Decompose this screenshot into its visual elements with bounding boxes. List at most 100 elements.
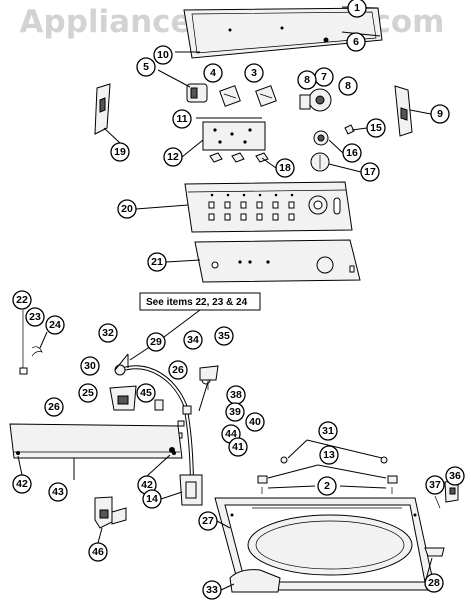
svg-text:22: 22 [16,294,28,306]
timer-7 [299,88,332,112]
end-cap-right [394,85,413,137]
callout-21: 21 [147,252,167,272]
svg-text:12: 12 [167,151,179,163]
callout-32: 32 [98,323,118,343]
svg-text:26: 26 [48,401,60,413]
callout-7: 7 [314,67,334,87]
svg-text:2: 2 [324,480,330,492]
svg-text:30: 30 [84,360,96,372]
switch-4 [219,85,241,107]
callouts: 1 6 10 5 4 3 7 8 8 9 11 12 15 16 17 18 1… [12,0,465,600]
note-box: See items 22, 23 & 24 [129,292,261,361]
callout-23: 23 [25,307,45,327]
callout-31: 31 [318,421,338,441]
screw-42-right [169,447,175,453]
hinges [257,439,398,494]
svg-text:29: 29 [150,336,162,348]
svg-text:16: 16 [346,147,358,159]
callout-20: 20 [117,199,137,219]
water-valve-5 [157,69,208,103]
svg-text:37: 37 [429,479,441,491]
svg-text:8: 8 [345,80,351,92]
callout-18: 18 [275,158,295,178]
note-text: See items 22, 23 & 24 [146,297,248,308]
callout-1: 1 [347,0,367,18]
callout-14: 14 [142,489,162,509]
svg-text:1: 1 [354,2,360,14]
callout-12: 12 [163,147,183,167]
svg-text:17: 17 [364,166,376,178]
svg-text:4: 4 [210,67,216,79]
callout-16: 16 [342,143,362,163]
callout-26b: 26 [44,397,64,417]
top-cabinet [214,497,436,591]
svg-text:9: 9 [437,108,443,120]
svg-text:26: 26 [172,364,184,376]
callout-4: 4 [203,63,223,83]
callout-9: 9 [430,104,450,124]
svg-text:23: 23 [29,311,41,323]
callout-39: 39 [225,402,245,422]
svg-text:31: 31 [322,425,334,437]
callout-43: 43 [48,482,68,502]
svg-text:36: 36 [449,470,461,482]
svg-text:46: 46 [92,546,104,558]
svg-text:40: 40 [249,416,261,428]
callout-19: 19 [110,142,130,162]
callout-46: 46 [88,542,108,562]
console-lower-panel [194,239,361,283]
callout-6: 6 [346,32,366,52]
leader-lines [17,109,433,591]
svg-text:42: 42 [16,478,28,490]
svg-text:25: 25 [82,387,94,399]
callout-24: 24 [45,315,65,335]
callout-11: 11 [172,109,192,129]
front-panel [9,423,183,480]
svg-text:14: 14 [146,493,158,505]
console-back-panel [175,6,383,59]
svg-text:39: 39 [229,406,241,418]
svg-text:38: 38 [230,389,242,401]
callout-27: 27 [198,511,218,531]
bracket-46 [94,496,127,529]
callout-40: 40 [245,412,265,432]
lid-bumper [229,569,281,593]
svg-text:42: 42 [141,479,153,491]
callout-41: 41 [228,437,248,457]
svg-text:6: 6 [353,36,359,48]
callout-34: 34 [183,330,203,350]
svg-text:10: 10 [157,49,169,61]
svg-text:11: 11 [176,113,187,125]
svg-text:20: 20 [121,203,133,215]
svg-text:15: 15 [370,122,382,134]
svg-text:13: 13 [323,449,335,461]
svg-text:32: 32 [102,327,114,339]
svg-text:24: 24 [49,319,61,331]
svg-text:41: 41 [232,441,244,453]
callout-5: 5 [136,57,156,77]
callout-25: 25 [78,383,98,403]
callout-2: 2 [317,476,337,496]
callout-17: 17 [360,162,380,182]
callout-8b: 8 [338,76,358,96]
svg-text:27: 27 [202,515,214,527]
callout-42a: 42 [12,474,32,494]
svg-text:18: 18 [279,162,291,174]
callout-45: 45 [136,383,156,403]
callout-26a: 26 [168,360,188,380]
callout-37: 37 [425,475,445,495]
callout-35: 35 [214,326,234,346]
callout-8a: 8 [297,70,317,90]
bracket-12 [196,117,266,151]
callout-38: 38 [226,385,246,405]
switch-3 [255,85,277,107]
callout-30: 30 [80,356,100,376]
callout-22: 22 [12,290,32,310]
callout-36: 36 [445,466,465,486]
parts-22-24 [19,310,48,375]
svg-text:33: 33 [206,584,218,596]
end-cap-left [94,83,111,135]
control-console [184,181,353,233]
callout-29: 29 [146,332,166,352]
callout-28: 28 [424,573,444,593]
